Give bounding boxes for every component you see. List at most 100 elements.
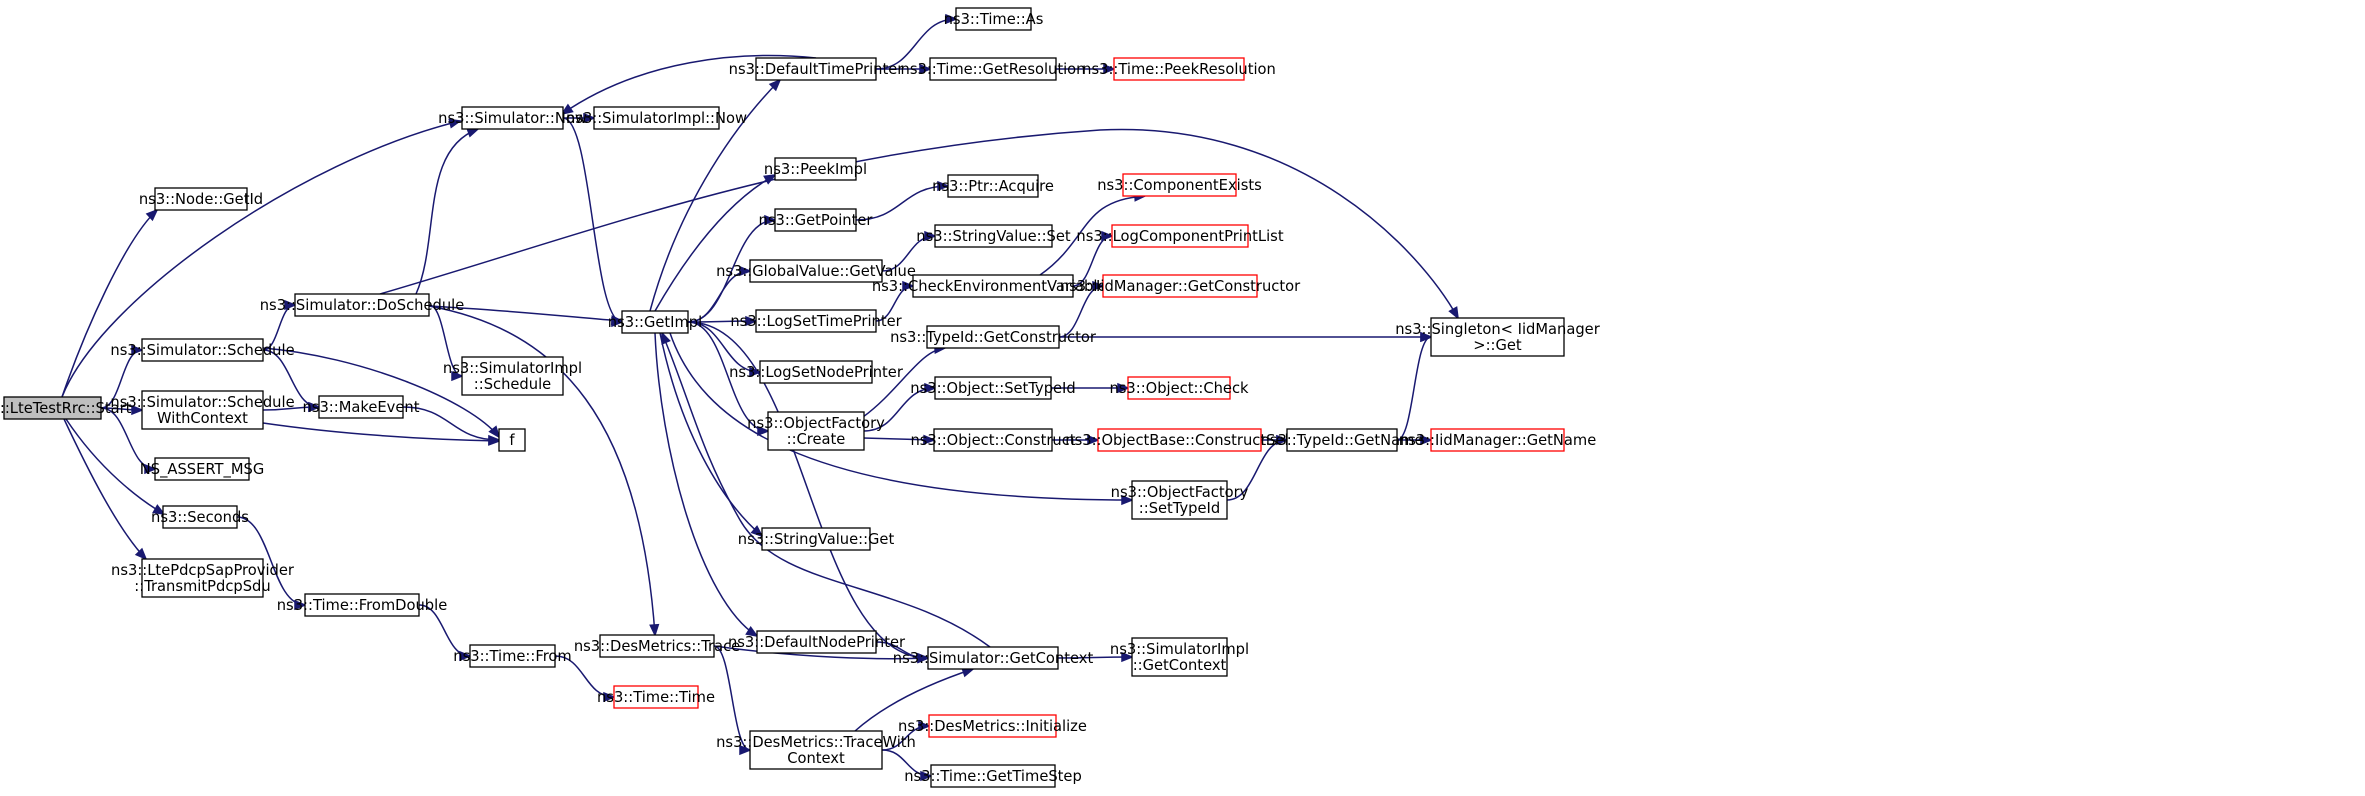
node-label: ns3::ComponentExists bbox=[1097, 177, 1262, 194]
node-label: ns3::LogSetTimePrinter bbox=[730, 313, 902, 330]
node-desinit[interactable]: ns3::DesMetrics::Initialize bbox=[898, 714, 1087, 738]
node-desmetricstrace[interactable]: ns3::DesMetrics::Trace bbox=[574, 634, 740, 658]
node-simimplgetctx[interactable]: ns3::SimulatorImpl::GetContext bbox=[1110, 637, 1249, 677]
edge-from-to-time-arrowhead bbox=[603, 691, 617, 703]
node-box bbox=[141, 338, 264, 362]
node-nodegetid[interactable]: ns3::Node::GetId bbox=[139, 187, 263, 211]
edge-desmetricstrace-to-tracewithctx bbox=[713, 645, 751, 751]
edge-getimpl-to-defaulttimeprinter-arrowhead bbox=[768, 78, 782, 92]
node-fromdouble[interactable]: ns3::Time::FromDouble bbox=[277, 593, 447, 617]
node-box bbox=[1131, 480, 1228, 520]
node-f[interactable]: f bbox=[498, 428, 526, 452]
node-box bbox=[141, 390, 264, 430]
node-label: ns3::LogComponentPrintList bbox=[1076, 228, 1283, 245]
node-compexists[interactable]: ns3::ComponentExists bbox=[1097, 173, 1262, 197]
node-gettimestep[interactable]: ns3::Time::GetTimeStep bbox=[904, 764, 1082, 788]
edge-doschedule-to-desmetricstrace-arrowhead bbox=[649, 623, 660, 638]
node-getpointer[interactable]: ns3::GetPointer bbox=[759, 208, 874, 232]
node-iidgetname[interactable]: ns3::IidManager::GetName bbox=[1399, 428, 1596, 452]
node-defaulttimeprinter[interactable]: ns3::DefaultTimePrinter bbox=[729, 57, 905, 81]
node-stringvalueget[interactable]: ns3::StringValue::Get bbox=[738, 527, 895, 551]
node-label: ns3::Simulator::Schedule bbox=[110, 394, 294, 411]
node-box bbox=[749, 259, 883, 283]
node-box bbox=[593, 106, 720, 130]
node-makeevent[interactable]: ns3::MakeEvent bbox=[303, 395, 420, 419]
node-peekimpl[interactable]: ns3::PeekImpl bbox=[764, 157, 867, 181]
edge-ofsettypeid-to-tidgetname-arrowhead bbox=[1276, 434, 1290, 446]
edge-start-to-schedulectx-arrowhead bbox=[131, 404, 145, 416]
node-box bbox=[599, 634, 715, 658]
node-getimpl[interactable]: ns3::GetImpl bbox=[608, 310, 702, 334]
node-constructself[interactable]: ns3::ObjectBase::ConstructSelf bbox=[1065, 428, 1295, 452]
node-label: ns3::StringValue::Set bbox=[916, 228, 1071, 245]
edge-doschedule-to-singleton-arrowhead bbox=[1448, 306, 1459, 320]
node-objcheck[interactable]: ns3::Object::Check bbox=[1109, 376, 1249, 400]
node-box bbox=[1286, 428, 1398, 452]
node-now[interactable]: ns3::Simulator::Now bbox=[438, 106, 587, 130]
node-schedule[interactable]: ns3::Simulator::Schedule bbox=[110, 338, 295, 362]
node-label: ns3::Time::FromDouble bbox=[277, 597, 447, 614]
node-label: ns3::StringValue::Get bbox=[738, 531, 895, 548]
node-tidgetctor[interactable]: ns3::TypeId::GetConstructor bbox=[890, 325, 1097, 349]
node-label: ns3::Seconds bbox=[151, 509, 249, 526]
node-getresolution[interactable]: ns3::Time::GetResolution bbox=[901, 57, 1086, 81]
node-ptracquire[interactable]: ns3::Ptr::Acquire bbox=[932, 174, 1054, 198]
node-label: ns3::Object::Check bbox=[1109, 380, 1249, 397]
node-singleton[interactable]: ns3::Singleton< IidManager >::Get bbox=[1395, 317, 1601, 357]
edge-seconds-to-fromdouble-arrowhead bbox=[294, 599, 308, 611]
node-box bbox=[947, 174, 1039, 198]
node-start[interactable]: ns3::LteTestRrc::Start bbox=[0, 396, 132, 420]
node-box bbox=[755, 309, 877, 333]
node-iidgetctor[interactable]: ns3::IidManager::GetConstructor bbox=[1060, 274, 1301, 298]
edge-start-to-transmit-arrowhead bbox=[134, 547, 148, 561]
node-label: ns3::CheckEnvironmentVariables bbox=[872, 278, 1114, 295]
edge-simgetctx-to-getimpl bbox=[661, 332, 991, 648]
node-ofsettypeid[interactable]: ns3::ObjectFactory::SetTypeId bbox=[1111, 480, 1249, 520]
node-time[interactable]: ns3::Time::Time bbox=[597, 685, 715, 709]
node-objsettypeid[interactable]: ns3::Object::SetTypeId bbox=[910, 376, 1076, 400]
node-defaultnodeprinter[interactable]: ns3::DefaultNodePrinter bbox=[728, 630, 906, 654]
node-timeas[interactable]: ns3::Time::As bbox=[944, 7, 1044, 31]
node-objconstruct[interactable]: ns3::Object::Construct bbox=[910, 428, 1076, 452]
edge-getpointer-to-ptracquire bbox=[855, 185, 949, 221]
node-doschedule[interactable]: ns3::Simulator::DoSchedule bbox=[260, 293, 465, 317]
node-label: ns3::Object::Construct bbox=[910, 432, 1075, 449]
node-label: ns3::GetImpl bbox=[608, 314, 702, 331]
node-label: ns3::Simulator::GetContext bbox=[893, 650, 1094, 667]
node-label: ns3::Object::SetTypeId bbox=[910, 380, 1075, 397]
node-box bbox=[755, 57, 877, 81]
node-ofcreate[interactable]: ns3::ObjectFactory::Create bbox=[747, 411, 885, 451]
node-label: ::Create bbox=[787, 431, 846, 448]
node-box bbox=[749, 730, 883, 770]
node-seconds[interactable]: ns3::Seconds bbox=[151, 505, 249, 529]
node-label: NS_ASSERT_MSG bbox=[140, 461, 264, 478]
node-checkenv[interactable]: ns3::CheckEnvironmentVariables bbox=[872, 274, 1114, 298]
node-label: Context bbox=[787, 750, 845, 767]
node-box bbox=[141, 558, 264, 598]
edge-defaulttimeprinter-to-now-arrowhead bbox=[560, 103, 574, 116]
node-tidgetname[interactable]: ns3::TypeId::GetName bbox=[1261, 428, 1424, 452]
node-box bbox=[1430, 428, 1565, 452]
edge-getimpl-to-ofcreate bbox=[687, 321, 769, 432]
node-simimplsched[interactable]: ns3::SimulatorImpl::Schedule bbox=[443, 356, 582, 396]
node-nsassert[interactable]: NS_ASSERT_MSG bbox=[140, 457, 264, 481]
edge-getimpl-to-simgetctx bbox=[687, 321, 929, 659]
node-simimplnow[interactable]: ns3::SimulatorImpl::Now bbox=[566, 106, 747, 130]
node-box bbox=[3, 396, 102, 420]
node-peekres[interactable]: ns3::Time::PeekResolution bbox=[1082, 57, 1276, 81]
node-logprintlist[interactable]: ns3::LogComponentPrintList bbox=[1076, 224, 1284, 248]
node-logsetnodeprinter[interactable]: ns3::LogSetNodePrinter bbox=[729, 360, 904, 384]
node-from[interactable]: ns3::Time::From bbox=[453, 644, 572, 668]
node-label: ns3::Time::From bbox=[453, 648, 571, 665]
node-globalvalue[interactable]: ns3::GlobalValue::GetValue bbox=[716, 259, 916, 283]
node-logsettimeprinter[interactable]: ns3::LogSetTimePrinter bbox=[730, 309, 903, 333]
node-simgetctx[interactable]: ns3::Simulator::GetContext bbox=[893, 646, 1094, 670]
node-box bbox=[955, 7, 1032, 31]
node-transmit[interactable]: ns3::LtePdcpSapProvider::TransmitPdcpSdu bbox=[111, 558, 295, 598]
edge-getimpl-to-defaultnodeprinter bbox=[654, 332, 758, 637]
node-stringvalueset[interactable]: ns3::StringValue::Set bbox=[916, 224, 1071, 248]
edge-getimpl-to-peekimpl bbox=[654, 174, 776, 312]
